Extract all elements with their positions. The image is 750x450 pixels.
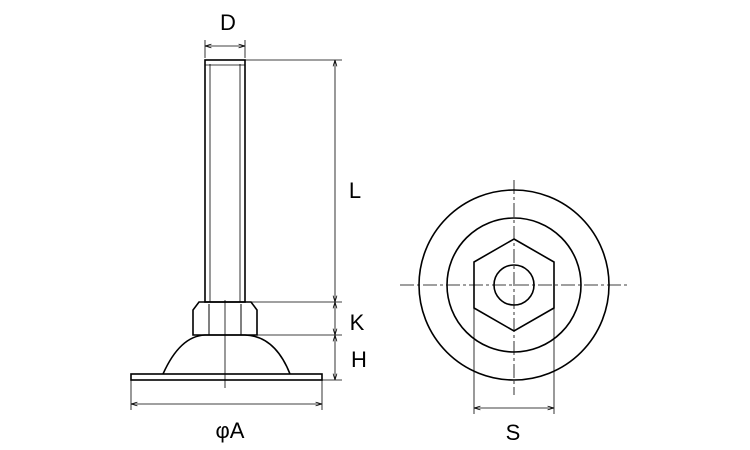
- label-K: K: [350, 310, 365, 335]
- label-H: H: [351, 347, 367, 372]
- bolt-circle: [493, 264, 535, 306]
- label-S: S: [506, 420, 521, 445]
- dome-circle: [446, 217, 582, 353]
- label-D: D: [220, 10, 236, 35]
- label-L: L: [349, 178, 361, 203]
- top-view: [400, 180, 628, 414]
- outer-circle: [418, 189, 610, 381]
- dome-base: [162, 334, 291, 375]
- side-view: [130, 40, 342, 410]
- hex-nut-top: [473, 238, 555, 332]
- label-A: φA: [216, 418, 245, 443]
- bolt-shaft: [204, 59, 246, 303]
- base-plate: [130, 373, 323, 381]
